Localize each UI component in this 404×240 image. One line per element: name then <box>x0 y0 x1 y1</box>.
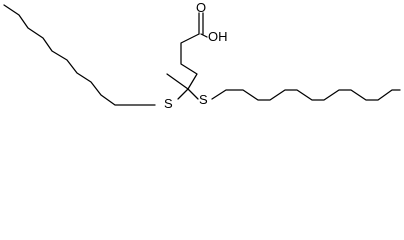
sulfur-left-label: S <box>164 96 173 111</box>
left-dodecyl-chain <box>3 4 156 106</box>
bond-central-carbon-to-methyl <box>166 73 189 90</box>
right-dodecyl-chain <box>211 89 401 101</box>
hydroxyl-label: OH <box>208 29 228 44</box>
chemical-structure-diagram: O OH S S <box>3 0 401 111</box>
bond-sulfur-left-to-central-carbon <box>177 88 189 100</box>
bond-central-carbon-to-sulfur-right <box>187 88 199 100</box>
propanoic-acid-chain <box>180 33 200 90</box>
carbonyl-oxygen-label: O <box>196 0 206 15</box>
bond-carboxyl-to-hydroxyl <box>200 33 208 38</box>
sulfur-right-label: S <box>199 92 208 107</box>
